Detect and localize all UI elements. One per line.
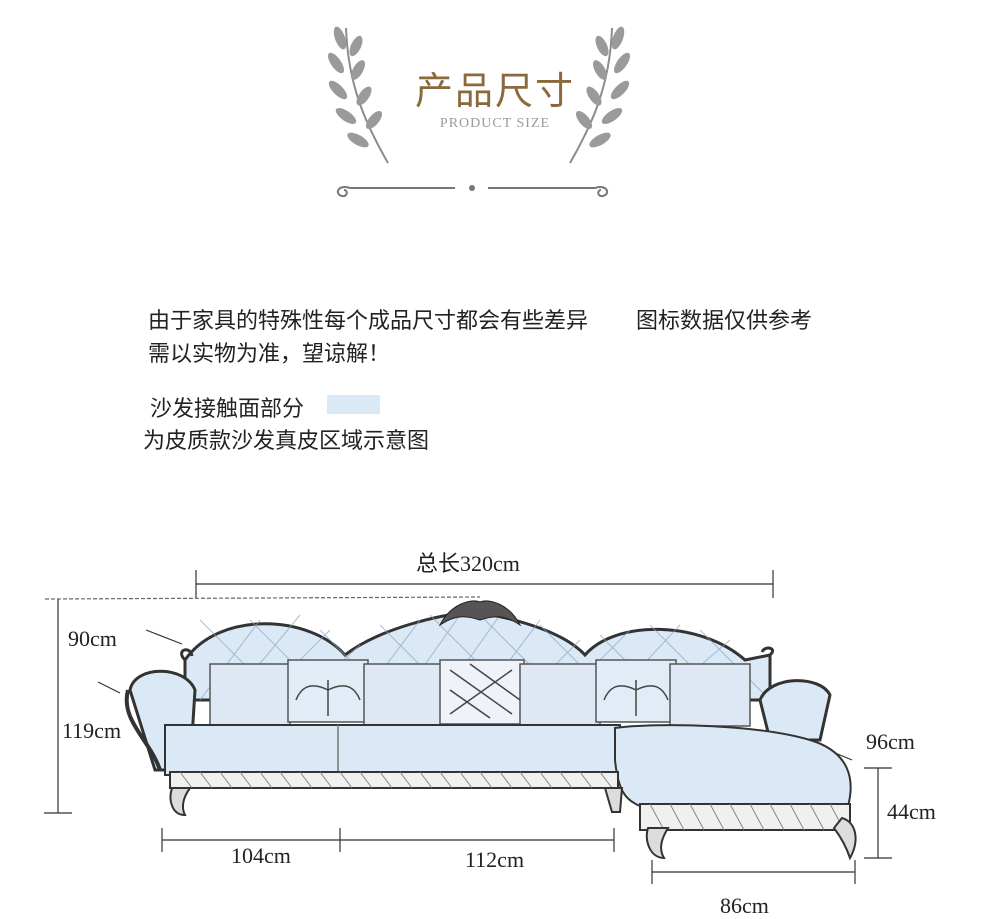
dim-chaise-width: 86cm [720,893,769,918]
notice-line-1: 由于家具的特殊性每个成品尺寸都会有些差异 图标数据仅供参考 [148,303,812,335]
legend-desc: 为皮质款沙发真皮区域示意图 [143,429,430,454]
legend-label: 沙发接触面部分 [150,397,305,422]
page-subtitle: PRODUCT SIZE [439,116,551,131]
notice-line-1a: 由于家具的特殊性每个成品尺寸都会有些差异 [148,309,589,334]
dim-depth: 90cm [68,626,117,651]
legend-swatch [327,395,380,414]
ornament-divider [336,185,609,198]
laurel-right-icon [569,26,631,164]
notice-line-1b: 图标数据仅供参考 [636,309,813,334]
dim-total-length: 总长320cm [416,551,520,576]
dim-seat-height: 44cm [887,799,936,824]
notice-line-2: 需以实物为准，望谅解！ [148,342,391,367]
page-title: 产品尺寸 [414,69,575,113]
dim-chaise-depth: 96cm [866,729,915,754]
laurel-left-icon [327,26,389,164]
dim-height: 119cm [62,718,122,743]
dim-section-middle: 112cm [465,847,525,872]
dim-section-left: 104cm [231,843,291,868]
